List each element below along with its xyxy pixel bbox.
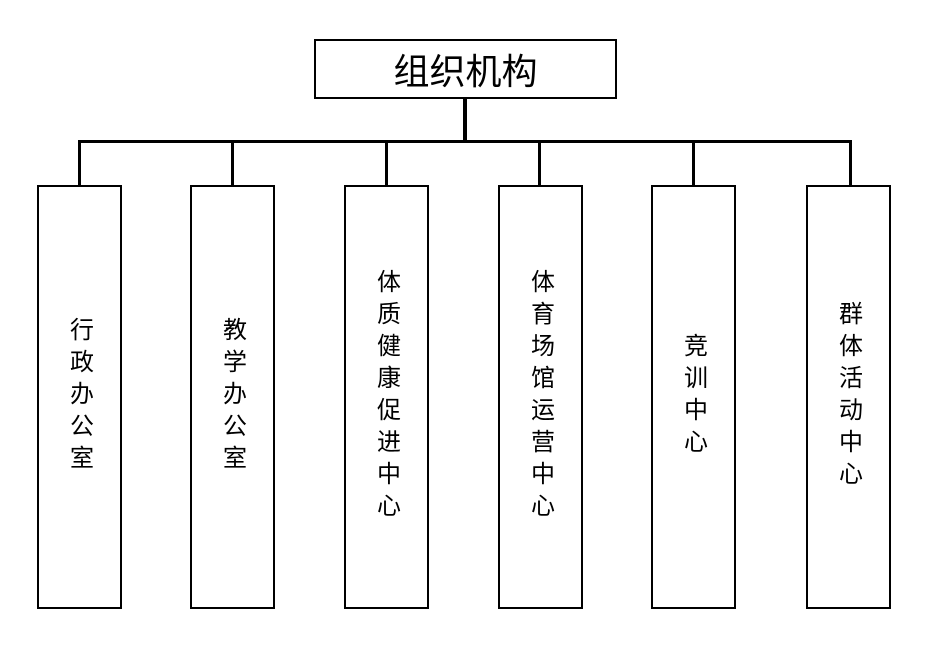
dept-label: 体育场馆运营中心 xyxy=(526,269,555,525)
dept-label: 行政办公室 xyxy=(65,317,94,477)
root-label: 组织机构 xyxy=(393,52,538,93)
dept-node-fitness-center: 体质健康促进中心 xyxy=(344,185,429,609)
dept-connector-5 xyxy=(692,140,695,186)
dept-label: 群体活动中心 xyxy=(834,301,863,493)
horizontal-bus xyxy=(78,140,852,143)
dept-connector-4 xyxy=(538,140,541,186)
root-node: 组织机构 xyxy=(314,39,617,99)
root-connector xyxy=(463,99,467,142)
dept-connector-2 xyxy=(231,140,234,186)
dept-connector-1 xyxy=(78,140,81,186)
dept-node-venue-center: 体育场馆运营中心 xyxy=(498,185,583,609)
dept-node-admin-office: 行政办公室 xyxy=(37,185,122,609)
dept-connector-3 xyxy=(385,140,388,186)
dept-label: 教学办公室 xyxy=(218,317,247,477)
dept-node-teaching-office: 教学办公室 xyxy=(190,185,275,609)
dept-node-activity-center: 群体活动中心 xyxy=(806,185,891,609)
dept-node-training-center: 竞训中心 xyxy=(651,185,736,609)
dept-label: 体质健康促进中心 xyxy=(372,269,401,525)
dept-connector-6 xyxy=(849,140,852,186)
dept-label: 竞训中心 xyxy=(679,333,708,461)
